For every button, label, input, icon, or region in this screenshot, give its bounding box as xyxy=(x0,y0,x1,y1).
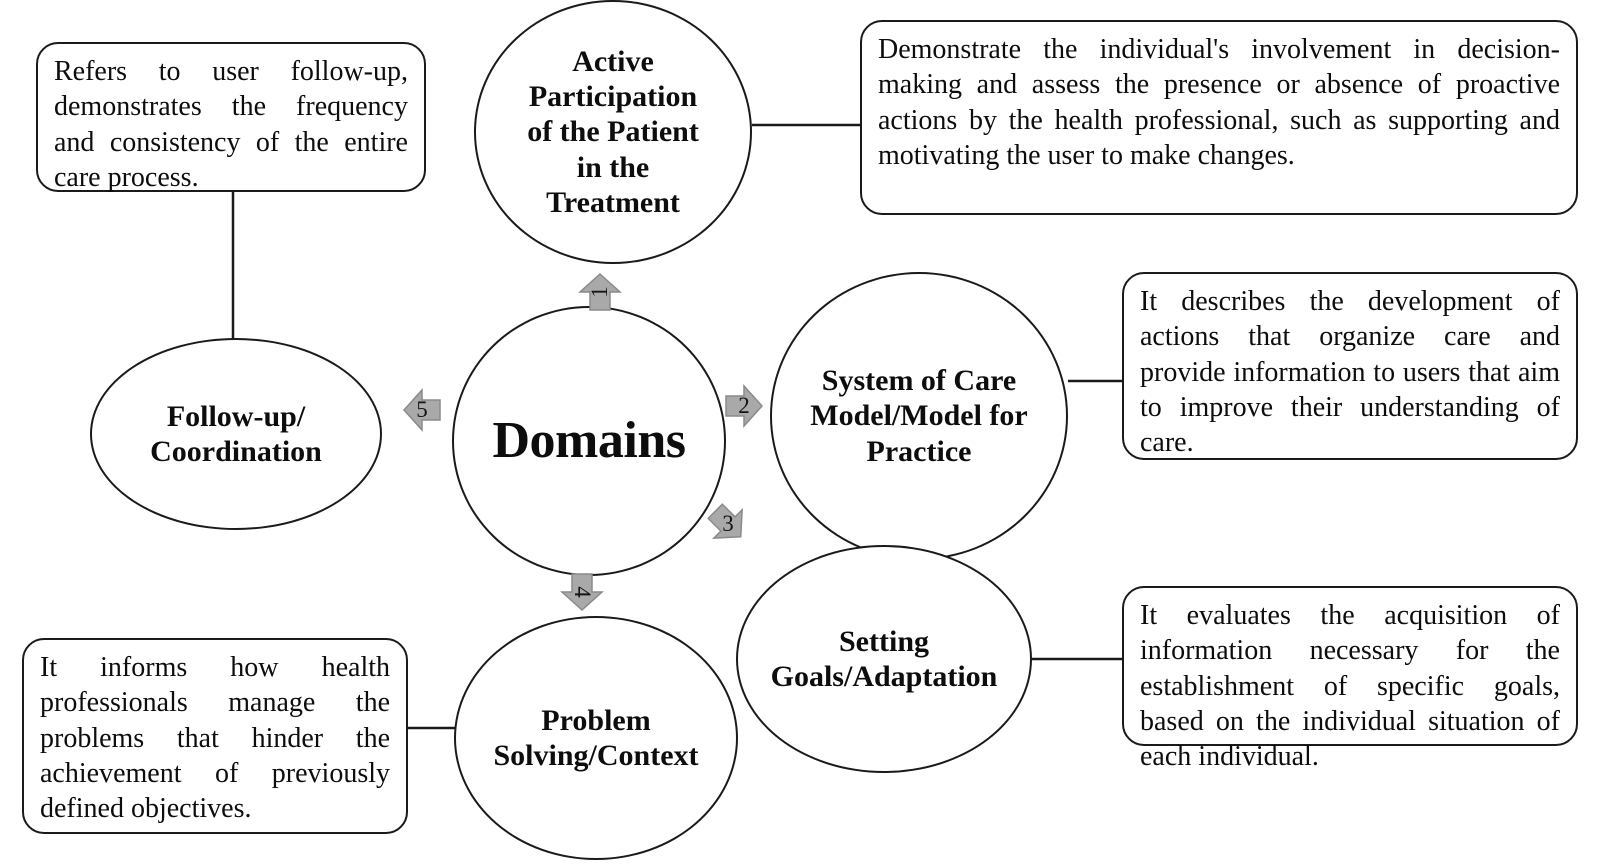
description-box-active-participation: Demonstrate the individual's involvement… xyxy=(860,20,1578,215)
description-box-follow-up: Refers to user follow-up, demonstrates t… xyxy=(36,42,426,193)
arrow-4-number: 4 xyxy=(570,586,595,598)
description-text-follow-up: Refers to user follow-up, demonstrates t… xyxy=(54,56,408,193)
arrow-2-to-system-of-care: 2 xyxy=(724,384,764,428)
node-follow-up-coordination: Follow-up/ Coordination xyxy=(90,338,382,530)
node-label-domains: Domains xyxy=(492,411,686,469)
node-label-system-of-care: System of Care Model/Model for Practice xyxy=(810,364,1028,468)
arrow-3-number: 3 xyxy=(722,511,734,536)
node-label-setting-goals: Setting Goals/Adaptation xyxy=(770,624,998,693)
arrow-1-to-active-participation: 1 xyxy=(578,272,622,312)
arrow-4-to-problem-solving: 4 xyxy=(560,572,604,612)
arrow-2-number: 2 xyxy=(738,393,750,418)
description-box-system-of-care: It describes the development of actions … xyxy=(1122,272,1578,460)
node-label-active-participation: Active Participation of the Patient in t… xyxy=(527,45,699,219)
node-problem-solving-context: Problem Solving/Context xyxy=(454,616,738,860)
description-text-setting-goals: It evaluates the acquisition of informat… xyxy=(1140,600,1560,773)
description-text-system-of-care: It describes the development of actions … xyxy=(1140,286,1560,459)
node-domains-center: Domains xyxy=(452,306,726,576)
arrow-5-number: 5 xyxy=(416,397,428,422)
node-setting-goals-adaptation: Setting Goals/Adaptation xyxy=(736,545,1032,773)
description-text-problem-solving: It informs how health professionals mana… xyxy=(40,652,390,825)
description-box-problem-solving: It informs how health professionals mana… xyxy=(22,638,408,834)
arrow-3-to-setting-goals: 3 xyxy=(698,494,757,553)
description-text-active-participation: Demonstrate the individual's involvement… xyxy=(878,34,1560,171)
arrow-1-number: 1 xyxy=(587,286,612,298)
description-box-setting-goals: It evaluates the acquisition of informat… xyxy=(1122,586,1578,772)
arrow-5-to-follow-up: 5 xyxy=(402,388,442,432)
node-label-follow-up: Follow-up/ Coordination xyxy=(150,399,322,468)
node-label-problem-solving: Problem Solving/Context xyxy=(493,703,699,772)
node-active-participation-of-the-patient-in-the-treatment: Active Participation of the Patient in t… xyxy=(474,0,752,264)
node-system-of-care-model: System of Care Model/Model for Practice xyxy=(770,272,1068,560)
